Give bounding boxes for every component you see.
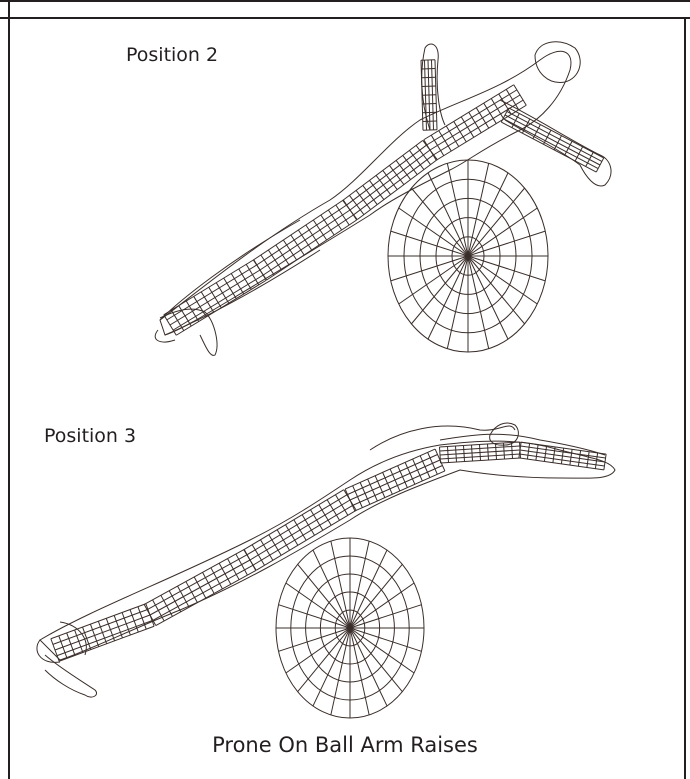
body-position-3 <box>37 423 615 697</box>
position-3-label: Position 3 <box>44 425 136 447</box>
ball-position-2 <box>388 160 548 352</box>
mesh-position-2 <box>164 60 604 335</box>
ball-position-3 <box>276 538 424 718</box>
exercise-caption: Prone On Ball Arm Raises <box>0 733 690 757</box>
position-2-label: Position 2 <box>126 44 218 66</box>
figure-position-2 <box>155 42 611 356</box>
figure-position-3 <box>37 423 615 718</box>
